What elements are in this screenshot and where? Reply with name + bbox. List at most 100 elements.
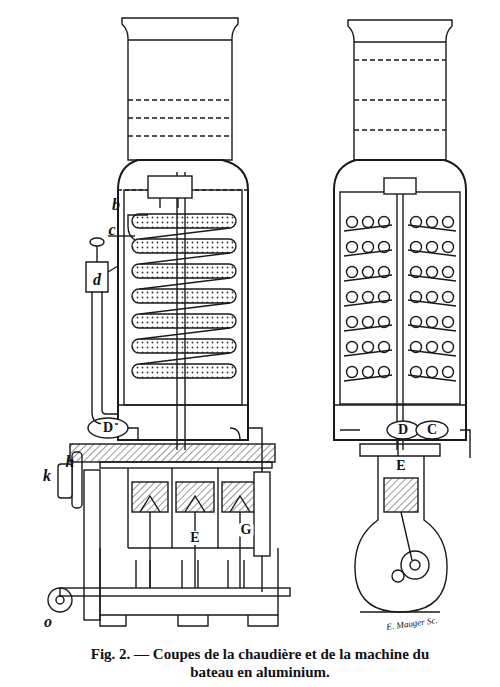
part-letter: d: [93, 272, 101, 288]
drawing-stroke: [344, 350, 456, 356]
drawing-stroke: [410, 560, 420, 570]
drawing-stroke: [194, 512, 195, 588]
boiler-right: [334, 160, 470, 458]
drawing-stroke: [254, 472, 270, 556]
drawing-stroke: [344, 325, 456, 331]
chimney-right: [348, 20, 452, 160]
drawing-stroke: [443, 342, 454, 353]
drawing-stroke: [60, 588, 290, 596]
drawing-stroke: [443, 242, 454, 253]
drawing-stroke: [384, 178, 416, 194]
drawing-stroke: [347, 267, 358, 278]
drawing-stroke: [396, 194, 397, 450]
drawing-stroke: [176, 482, 214, 512]
drawing-stroke: [401, 551, 429, 579]
drawing-stroke: [344, 375, 456, 381]
drawing-stroke: [354, 129, 446, 130]
drawing-stroke: [128, 428, 138, 440]
drawing-stroke: [347, 292, 358, 303]
drawing-stroke: [100, 615, 278, 626]
drawing-stroke: [363, 242, 374, 253]
drawing-stroke: [363, 292, 374, 303]
drawing-stroke: [340, 192, 460, 404]
drawing-stroke: [132, 364, 236, 378]
drawing-stroke: [128, 117, 232, 118]
drawing-stroke: [140, 353, 230, 364]
drawing-stroke: [401, 512, 412, 560]
drawing-stroke: [355, 456, 447, 612]
part-letter: b: [112, 197, 120, 213]
drawing-stroke: [140, 496, 160, 512]
drawing-stroke: [148, 176, 192, 198]
part-letter: k: [43, 468, 51, 484]
drawing-stroke: [84, 470, 100, 620]
engine-left: [48, 444, 290, 626]
drawing-stroke: [427, 317, 438, 328]
drawing-stroke: [132, 239, 236, 253]
drawing-stroke: [136, 560, 244, 588]
drawing-stroke: [108, 266, 118, 272]
drawing-stroke: [118, 160, 248, 440]
coil-sections-right: [344, 217, 456, 382]
drawing-stroke: [128, 99, 232, 100]
engine-right: [355, 440, 447, 612]
drawing-stroke: [230, 428, 240, 440]
part-letter: h: [66, 454, 75, 470]
engraver-signature: E. Mauger Sc.: [386, 616, 438, 632]
drawing-stroke: [90, 238, 104, 246]
drawing-stroke: [363, 367, 374, 378]
drawing-stroke: [392, 570, 404, 582]
drawing-stroke: [230, 496, 250, 512]
drawing-stroke: [132, 264, 236, 278]
drawing-stroke: [427, 367, 438, 378]
drawing-stroke: [140, 253, 230, 264]
drawing-stroke: [96, 246, 97, 262]
drawing-stroke: [427, 242, 438, 253]
drawing-stroke: [124, 190, 242, 405]
drawing-stroke: [132, 482, 168, 512]
drawing-stroke: [363, 342, 374, 353]
drawing-stroke: [344, 275, 456, 281]
drawing-stroke: [222, 482, 258, 512]
drawing-stroke: [70, 444, 275, 462]
drawing-stroke: [261, 556, 262, 592]
drawing-stroke: [344, 225, 456, 231]
drawing-stroke: [86, 262, 108, 292]
drawing-stroke: [185, 496, 205, 512]
drawing-stroke: [384, 478, 418, 512]
part-letter: G: [239, 523, 254, 537]
chimney-left: [122, 18, 238, 160]
drawing-stroke: [132, 214, 236, 228]
drawing-stroke: [443, 317, 454, 328]
drawing-stroke: [102, 292, 118, 414]
drawing-stroke: [118, 404, 248, 405]
drawing-stroke: [160, 198, 178, 208]
drawing-stroke: [132, 314, 236, 328]
drawing-stroke: [402, 194, 403, 450]
drawing-stroke: [100, 462, 272, 468]
drawing-stroke: [360, 444, 440, 456]
drawing-stroke: [347, 342, 358, 353]
drawing-stroke: [363, 217, 374, 228]
boiler-left: [88, 160, 262, 470]
drawing-stroke: [354, 41, 446, 42]
part-letter: o: [44, 614, 52, 630]
part-letter: D: [101, 421, 115, 435]
drawing-stroke: [347, 242, 358, 253]
drawing-stroke: [443, 292, 454, 303]
drawing-stroke: [334, 160, 466, 440]
drawing-stroke: [360, 440, 440, 612]
drawing-stroke: [122, 18, 238, 160]
figure-caption: Fig. 2. — Coupes de la chaudière et de l…: [40, 645, 480, 681]
feed-pipe: [86, 238, 118, 424]
part-letter: D: [396, 423, 410, 437]
drawing-stroke: [132, 482, 258, 588]
drawing-stroke: [416, 421, 448, 439]
drawing-stroke: [92, 292, 118, 424]
drawing-stroke: [128, 135, 232, 136]
drawing-stroke: [140, 278, 230, 289]
drawing-stroke: [427, 217, 438, 228]
coil-tubes-left: [132, 214, 236, 378]
